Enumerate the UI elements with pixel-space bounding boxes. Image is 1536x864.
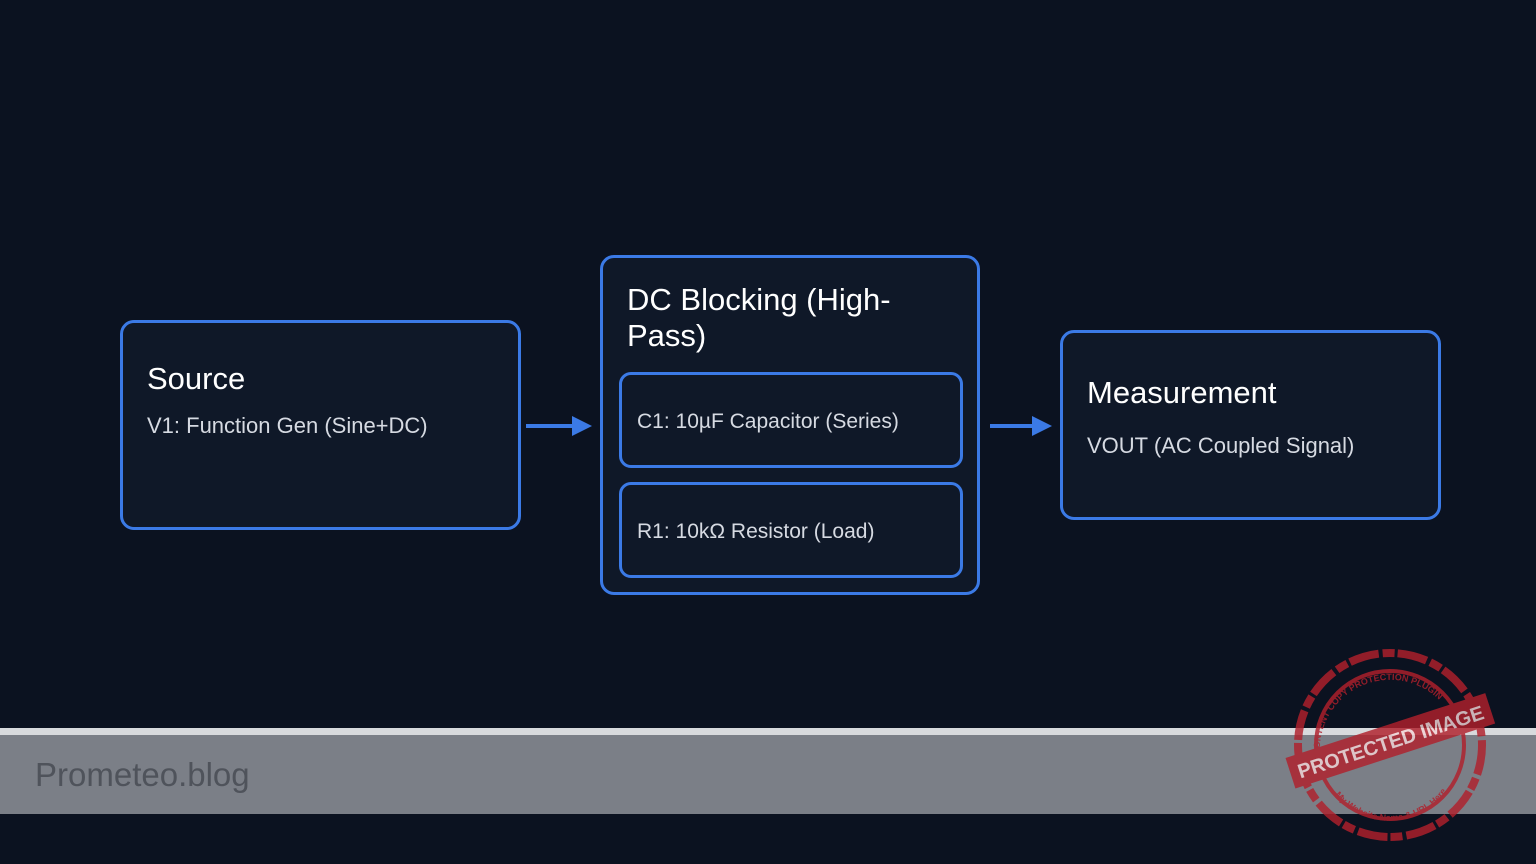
measurement-subtitle: VOUT (AC Coupled Signal) — [1087, 433, 1355, 458]
source-block: Source V1: Function Gen (Sine+DC) — [120, 320, 521, 530]
footer-bar: Prometeo.blog — [0, 735, 1536, 814]
svg-text:My Website Name & URL Here: My Website Name & URL Here — [1333, 786, 1448, 823]
footer-brand-link[interactable]: Prometeo.blog — [35, 756, 250, 793]
dc-blocking-block: DC Blocking (High-Pass) C1: 10µF Capacit… — [600, 255, 980, 595]
arrow-filter-to-measurement — [990, 416, 1052, 436]
capacitor-component: C1: 10µF Capacitor (Series) — [619, 372, 963, 468]
measurement-block: Measurement VOUT (AC Coupled Signal) — [1060, 330, 1441, 520]
arrow-source-to-filter — [526, 416, 592, 436]
resistor-label: R1: 10kΩ Resistor (Load) — [637, 520, 875, 543]
source-subtitle: V1: Function Gen (Sine+DC) — [147, 413, 428, 438]
footer-divider — [0, 728, 1536, 735]
capacitor-label: C1: 10µF Capacitor (Series) — [637, 410, 899, 433]
resistor-component: R1: 10kΩ Resistor (Load) — [619, 482, 963, 578]
dc-blocking-title: DC Blocking (High-Pass) — [627, 282, 891, 353]
protected-image-stamp-icon: CONTENT COPY PROTECTION PLUGIN My Websit… — [1285, 649, 1496, 841]
source-title: Source — [147, 361, 246, 396]
measurement-title: Measurement — [1087, 375, 1277, 410]
stamp-ring-bottom-text: My Website Name & URL Here — [1333, 786, 1448, 823]
